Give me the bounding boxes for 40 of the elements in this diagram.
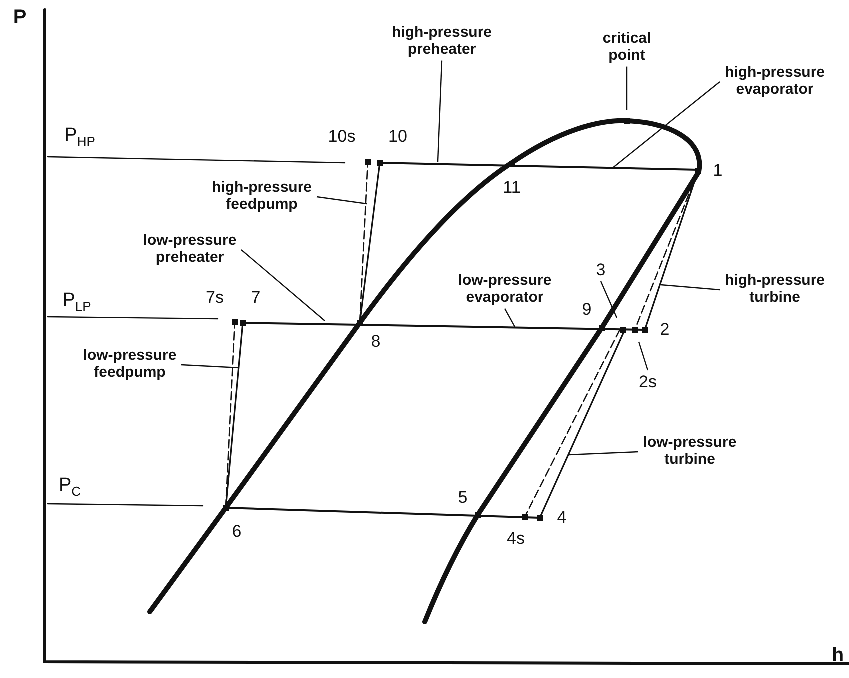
callout-label: low-pressure turbine — [642, 435, 738, 469]
leader-line — [504, 308, 516, 328]
state-point-label: 2 — [660, 320, 670, 340]
leader-line — [660, 284, 720, 291]
state-point-label: 7 — [251, 288, 261, 308]
callout-label: low-pressure preheater — [142, 233, 238, 267]
state-point-label: 5 — [458, 488, 468, 508]
callout-label: high-pressure evaporator — [723, 65, 827, 99]
state-point-label: 10s — [328, 127, 356, 147]
leader-line — [638, 342, 649, 371]
leader-line — [181, 364, 240, 369]
state-point-label: 6 — [232, 522, 242, 542]
state-point-label: 10 — [388, 127, 408, 147]
callout-label: critical point — [601, 31, 653, 65]
leader-line — [316, 196, 368, 205]
state-point-label: 11 — [503, 178, 521, 198]
pressure-label: P$_{LP}$ — [62, 290, 92, 314]
state-point-label: 7s — [206, 288, 224, 308]
state-point-label: 4s — [507, 529, 525, 549]
callout-label: low-pressure feedpump — [82, 348, 178, 382]
callout-label: low-pressure evaporator — [456, 273, 554, 307]
callout-label: high-pressure turbine — [723, 273, 827, 307]
axis-label: h — [832, 644, 844, 668]
state-point-label: 9 — [582, 300, 592, 320]
axis-label: P — [13, 6, 27, 30]
leader-line — [626, 66, 628, 110]
state-point-label: 1 — [713, 161, 723, 181]
pressure-label: P$_{HP}$ — [64, 125, 96, 149]
leader-line — [241, 250, 326, 322]
leader-line — [437, 60, 443, 162]
callout-label: high-pressure preheater — [390, 25, 494, 59]
state-point-label: 3 — [594, 260, 608, 280]
leader-line — [568, 451, 639, 456]
state-point-label: 4 — [557, 508, 567, 528]
callout-label: high-pressure feedpump — [210, 180, 314, 214]
pressure-label: P$_{C}$ — [58, 475, 82, 499]
leader-line — [600, 281, 618, 318]
state-point-label: 8 — [371, 332, 381, 352]
state-point-label: 2s — [638, 372, 658, 392]
leader-line — [612, 82, 720, 168]
